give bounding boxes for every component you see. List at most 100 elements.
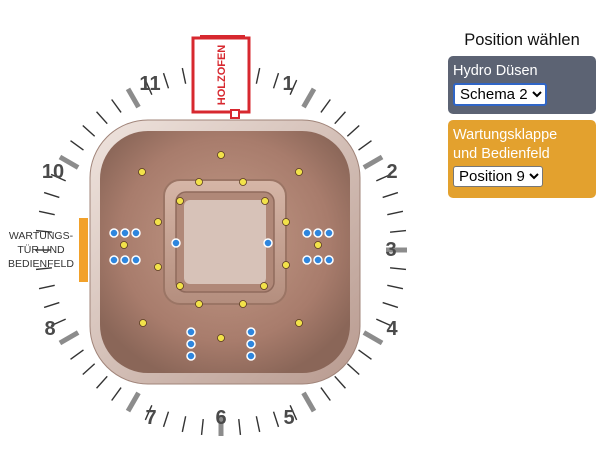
jet-dot xyxy=(324,228,334,238)
minor-tick xyxy=(334,375,346,389)
minor-tick xyxy=(82,363,96,375)
minor-tick xyxy=(320,387,331,401)
jet-dot xyxy=(120,228,130,238)
hot-tub-diagram: HOLZOFEN xyxy=(35,35,407,436)
jet-dot xyxy=(186,339,196,349)
minor-tick xyxy=(320,99,331,113)
light-dot xyxy=(314,241,322,249)
minor-tick xyxy=(255,67,261,84)
side-label-line: TÜR UND xyxy=(17,244,65,256)
jet-dot xyxy=(120,255,130,265)
minor-tick xyxy=(96,375,108,389)
light-dot xyxy=(120,241,128,249)
maintenance-position-select[interactable]: Position 9 xyxy=(453,166,543,187)
side-label-line: BEDIENFELD xyxy=(8,258,74,270)
minor-tick xyxy=(200,418,204,436)
jet-dot xyxy=(313,228,323,238)
major-tick xyxy=(125,87,141,109)
minor-tick xyxy=(50,318,66,327)
minor-tick xyxy=(43,301,60,309)
jet-dot xyxy=(302,228,312,238)
light-dot xyxy=(261,197,269,205)
minor-tick xyxy=(144,79,153,95)
clock-number-4: 4 xyxy=(386,318,398,340)
minor-tick xyxy=(50,173,66,182)
panel-title: Position wählen xyxy=(464,31,580,49)
minor-tick xyxy=(111,387,122,401)
light-dot xyxy=(176,197,184,205)
major-tick xyxy=(362,330,384,346)
jet-group xyxy=(109,228,334,361)
minor-tick xyxy=(272,72,280,89)
jet-dot xyxy=(131,255,141,265)
minor-tick xyxy=(35,229,53,233)
jet-dot xyxy=(109,255,119,265)
light-dot xyxy=(217,334,225,342)
clock-number-2: 2 xyxy=(386,161,397,183)
stove-label: HOLZOFEN xyxy=(216,45,228,106)
jet-dot xyxy=(313,255,323,265)
light-dot xyxy=(239,300,247,308)
major-tick xyxy=(301,87,317,109)
minor-tick xyxy=(255,416,261,433)
light-dot xyxy=(239,178,247,186)
clock-number-10: 10 xyxy=(42,161,64,183)
minor-tick xyxy=(346,363,360,375)
light-dot xyxy=(282,261,290,269)
minor-tick xyxy=(358,140,372,151)
minor-tick xyxy=(162,72,170,89)
jet-dot xyxy=(171,238,181,248)
tub-body xyxy=(89,119,361,385)
major-tick xyxy=(58,154,80,170)
clock-ticks xyxy=(35,67,407,436)
minor-tick xyxy=(144,405,153,421)
jet-dot xyxy=(186,351,196,361)
light-dot xyxy=(295,168,303,176)
clock-number-3: 3 xyxy=(385,239,396,261)
light-dot xyxy=(217,151,225,159)
clock-number-8: 8 xyxy=(44,318,55,340)
light-dot xyxy=(154,218,162,226)
jet-dot xyxy=(302,255,312,265)
minor-tick xyxy=(38,284,55,290)
hydro-jets-select[interactable]: Schema 2 xyxy=(453,83,547,106)
minor-tick xyxy=(387,210,404,216)
minor-tick xyxy=(38,210,55,216)
minor-tick xyxy=(389,267,407,271)
maintenance-label-line1: Wartungsklappe xyxy=(453,127,558,143)
maintenance-card: Wartungsklappe und Bedienfeld Position 9 xyxy=(448,120,596,198)
jet-dot xyxy=(246,339,256,349)
clock-number-1: 1 xyxy=(282,73,293,95)
jet-dot xyxy=(246,327,256,337)
minor-tick xyxy=(289,79,298,95)
minor-tick xyxy=(70,140,84,151)
light-dot xyxy=(195,300,203,308)
minor-tick xyxy=(376,318,392,327)
minor-tick xyxy=(70,349,84,360)
hydro-jets-label: Hydro Düsen xyxy=(453,63,538,79)
minor-tick xyxy=(382,301,399,309)
clock-number-6: 6 xyxy=(215,407,226,429)
minor-tick xyxy=(35,267,53,271)
jet-dot xyxy=(263,238,273,248)
major-tick xyxy=(301,391,317,413)
clock-number-7: 7 xyxy=(145,407,156,429)
minor-tick xyxy=(358,349,372,360)
light-dot xyxy=(282,218,290,226)
light-dot xyxy=(139,319,147,327)
hydro-jets-card: Hydro Düsen Schema 2 xyxy=(448,56,596,114)
minor-tick xyxy=(376,173,392,182)
light-group xyxy=(120,151,322,342)
minor-tick xyxy=(382,191,399,199)
stove-marker: HOLZOFEN xyxy=(191,35,251,119)
major-tick xyxy=(58,330,80,346)
minor-tick xyxy=(43,191,60,199)
maintenance-door-marker xyxy=(79,218,88,282)
light-dot xyxy=(295,319,303,327)
maintenance-door-label: WARTUNGS- TÜR UND BEDIENFELD xyxy=(2,229,80,271)
minor-tick xyxy=(387,284,404,290)
jet-dot xyxy=(109,228,119,238)
minor-tick xyxy=(82,125,96,137)
jet-dot xyxy=(246,351,256,361)
light-dot xyxy=(260,282,268,290)
